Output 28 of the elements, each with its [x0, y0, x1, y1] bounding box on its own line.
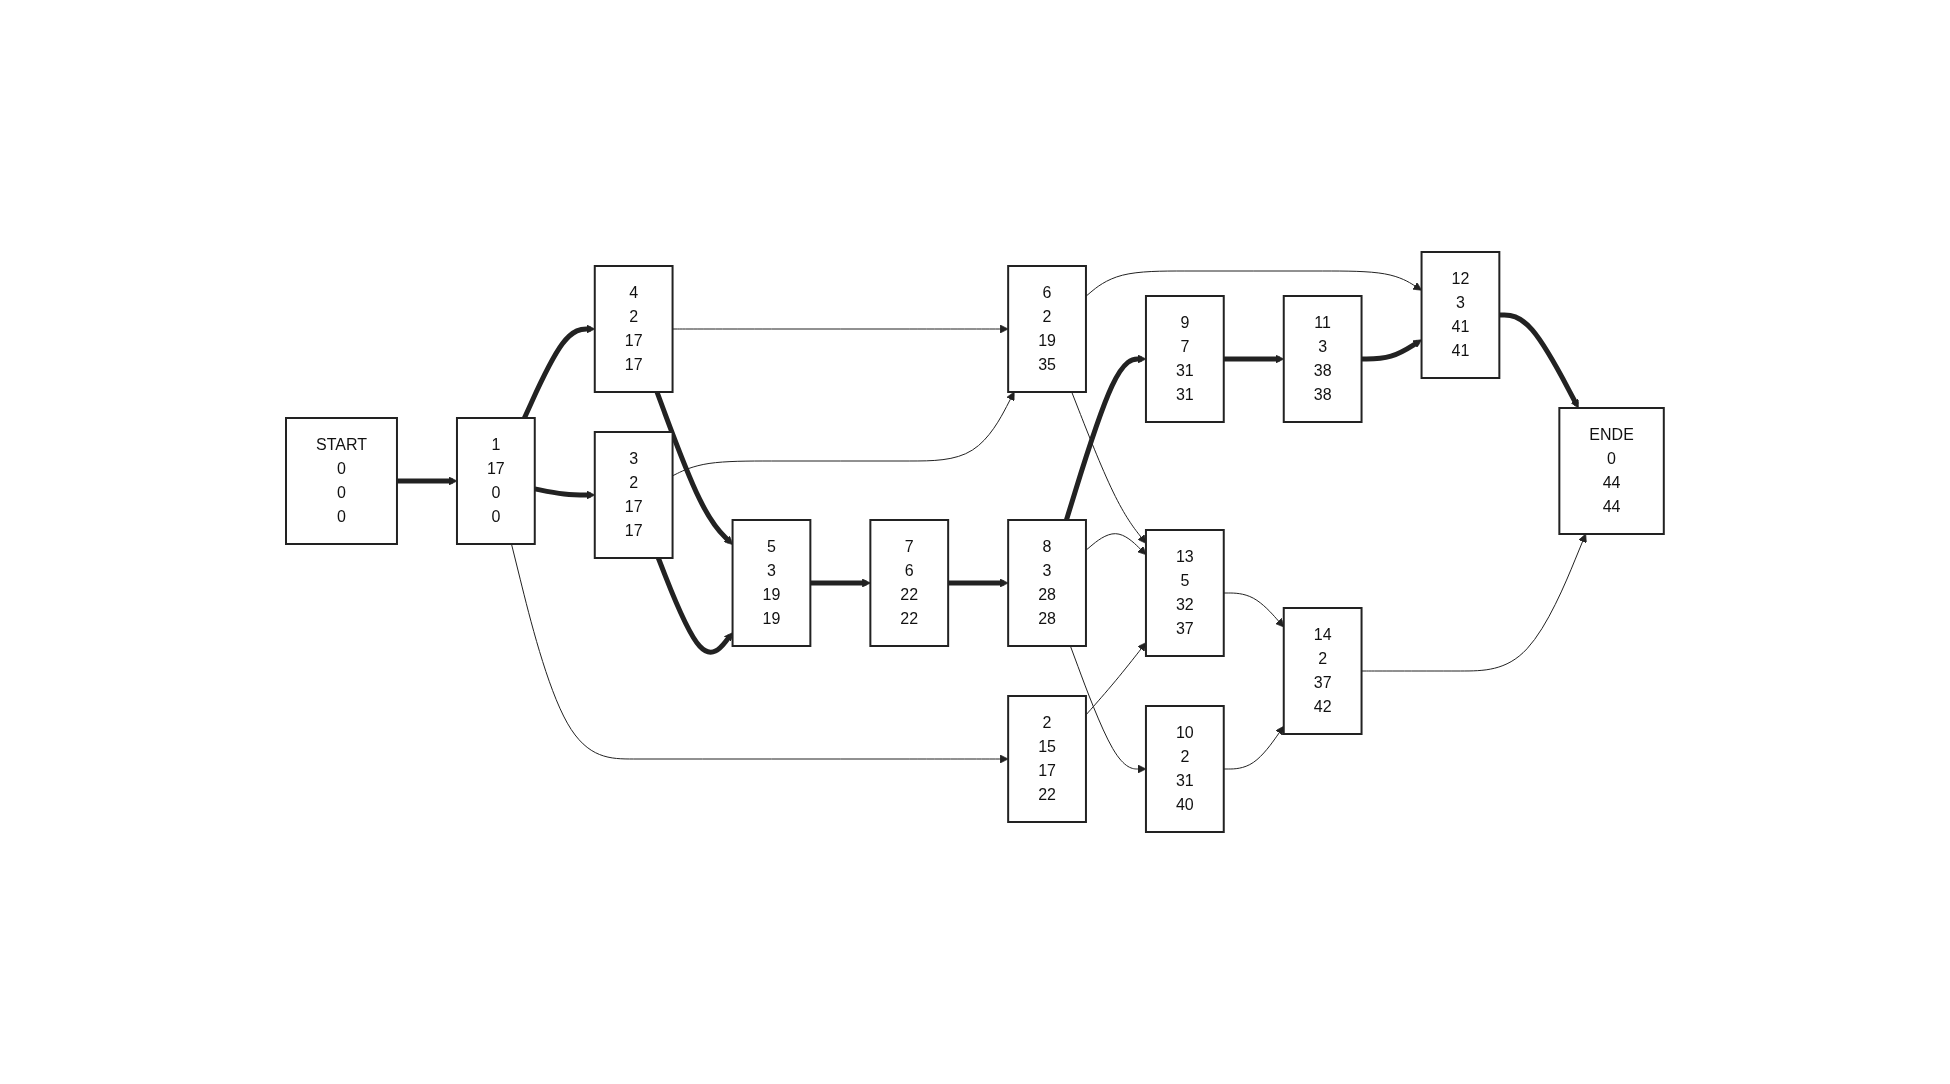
- node-box: 5 3 19 19: [731, 519, 812, 647]
- arrow: [672, 391, 1015, 477]
- arrow: [1223, 725, 1285, 770]
- arrow: [1499, 312, 1579, 409]
- node-box: 12 3 41 41: [1420, 251, 1501, 379]
- node-box: 3 2 17 17: [593, 431, 674, 559]
- arrow: [672, 324, 1009, 334]
- node-box: 4 2 17 17: [593, 265, 674, 393]
- node-box: 11 3 38 38: [1282, 295, 1363, 423]
- node-box: 6 2 19 35: [1007, 265, 1088, 393]
- node-box: 13 5 32 37: [1145, 529, 1225, 657]
- node-box: 1 17 0 0: [456, 417, 536, 545]
- arrow: [948, 578, 1009, 588]
- node-box: 14 2 37 42: [1282, 607, 1363, 735]
- arrow: [1071, 391, 1147, 544]
- node-box: START 0 0 0: [285, 417, 399, 545]
- arrow: [511, 543, 1009, 764]
- arrow: [810, 578, 871, 588]
- node-box: 7 6 22 22: [869, 519, 950, 647]
- arrow: [397, 476, 458, 486]
- node-box: 10 2 31 40: [1145, 705, 1225, 833]
- arrow: [1361, 533, 1587, 672]
- node-box: 9 7 31 31: [1145, 295, 1225, 423]
- node-box: ENDE 0 44 44: [1558, 407, 1665, 535]
- node-box: 8 3 28 28: [1007, 519, 1088, 647]
- arrow: [1070, 645, 1147, 774]
- node-box: 2 15 17 22: [1007, 695, 1088, 823]
- arrow: [1064, 354, 1147, 521]
